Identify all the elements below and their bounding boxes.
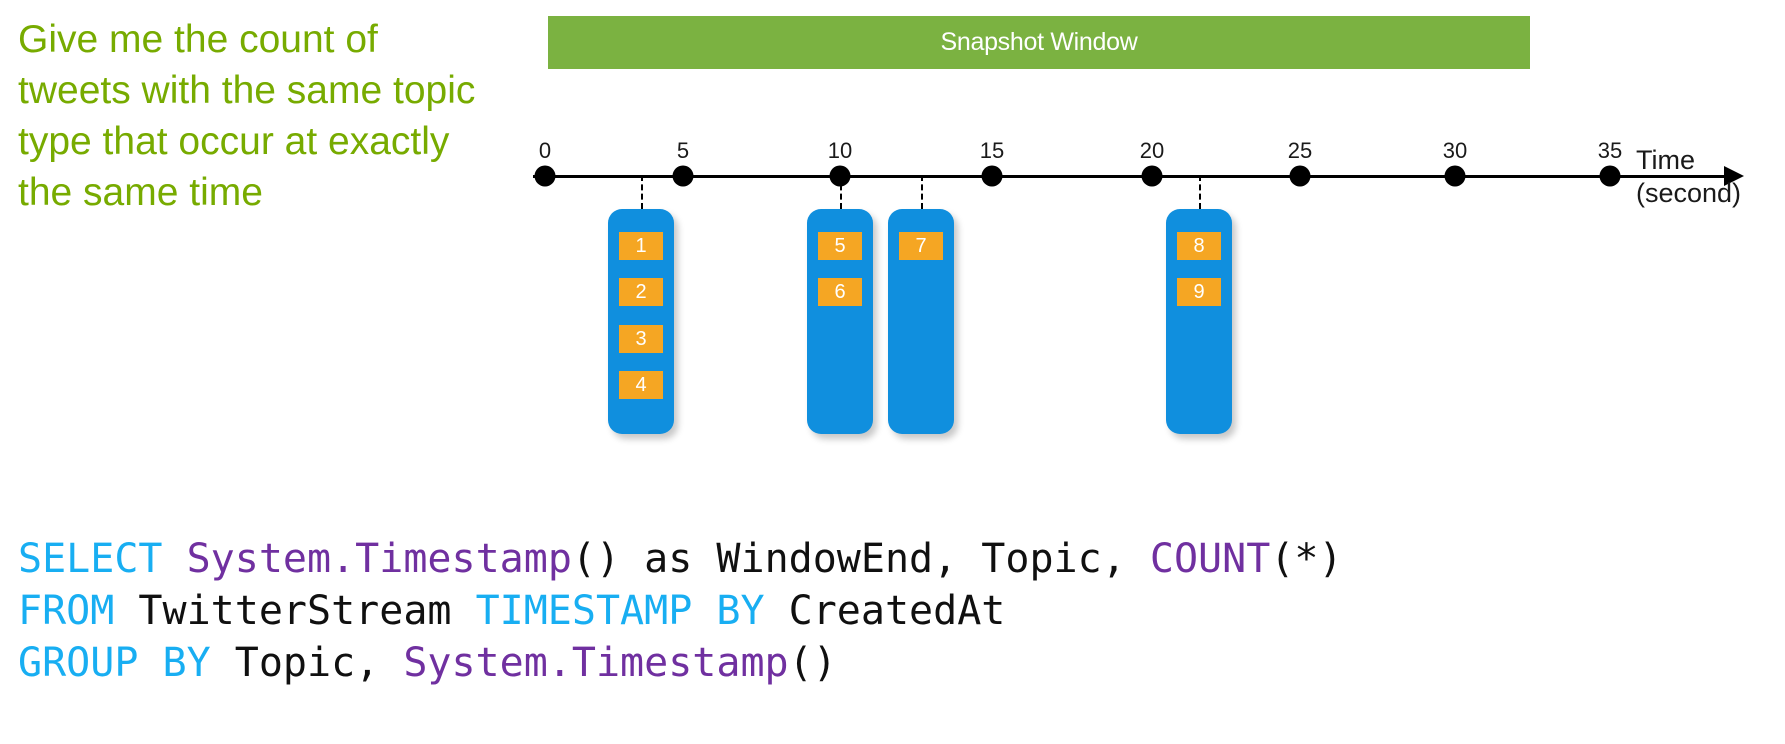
sql-token: GROUP BY (18, 640, 211, 686)
axis-dot-5 (672, 165, 694, 187)
snapshot-window-bar: Snapshot Window (548, 16, 1530, 69)
sql-token: CreatedAt (764, 588, 1006, 634)
axis-dot-35 (1599, 165, 1621, 187)
sql-query-block: SELECT System.Timestamp() as WindowEnd, … (18, 533, 1343, 689)
axis-dot-15 (981, 165, 1003, 187)
tick-label-0: 0 (538, 138, 552, 163)
connector-col-4 (1199, 175, 1201, 209)
tick-label-15: 15 (979, 138, 1005, 163)
sql-token (163, 536, 187, 582)
time-axis-arrow-icon (1724, 166, 1744, 186)
sql-token: FROM (18, 588, 115, 634)
event-box-4[interactable]: 4 (619, 371, 663, 399)
event-box-8[interactable]: 8 (1177, 232, 1221, 260)
sql-token: TIMESTAMP BY (475, 588, 765, 634)
event-box-9[interactable]: 9 (1177, 278, 1221, 306)
tick-label-20: 20 (1139, 138, 1165, 163)
tick-label-25: 25 (1287, 138, 1313, 163)
time-axis-label-line2: (second) (1636, 178, 1742, 208)
event-box-3[interactable]: 3 (619, 325, 663, 353)
tick-label-5: 5 (676, 138, 690, 163)
sql-line-2: FROM TwitterStream TIMESTAMP BY CreatedA… (18, 585, 1343, 637)
sql-token: SELECT (18, 536, 163, 582)
connector-col-3 (921, 175, 923, 209)
connector-col-1 (641, 175, 643, 209)
sql-token: (*) (1270, 536, 1343, 582)
axis-dot-20 (1141, 165, 1163, 187)
axis-dot-0 (534, 165, 556, 187)
sql-token: Topic, (210, 640, 404, 686)
sql-token: System.Timestamp (186, 536, 572, 582)
time-axis-line (533, 175, 1728, 178)
event-box-6[interactable]: 6 (818, 278, 862, 306)
time-axis-label-line1: Time (1636, 145, 1695, 175)
timeline: Time (second) 0 5 10 15 20 25 30 35 (0, 100, 1785, 230)
prompt-text: Give me the count of tweets with the sam… (18, 18, 487, 214)
tick-label-30: 30 (1442, 138, 1468, 163)
sql-token: () as WindowEnd, Topic, (571, 536, 1150, 582)
event-box-2[interactable]: 2 (619, 278, 663, 306)
snapshot-window-label: Snapshot Window (940, 28, 1138, 56)
connector-col-2 (840, 175, 842, 209)
sql-token: () (788, 640, 837, 686)
tick-label-10: 10 (827, 138, 853, 163)
sql-line-3: GROUP BY Topic, System.Timestamp() (18, 637, 1343, 689)
event-box-7[interactable]: 7 (899, 232, 943, 260)
event-box-5[interactable]: 5 (818, 232, 862, 260)
axis-dot-25 (1289, 165, 1311, 187)
sql-token: COUNT (1149, 536, 1271, 582)
sql-line-1: SELECT System.Timestamp() as WindowEnd, … (18, 533, 1343, 585)
tick-label-35: 35 (1597, 138, 1623, 163)
sql-token: System.Timestamp (403, 640, 789, 686)
axis-dot-30 (1444, 165, 1466, 187)
sql-token: TwitterStream (114, 588, 476, 634)
time-axis-label: Time (second) (1636, 144, 1741, 210)
event-box-1[interactable]: 1 (619, 232, 663, 260)
